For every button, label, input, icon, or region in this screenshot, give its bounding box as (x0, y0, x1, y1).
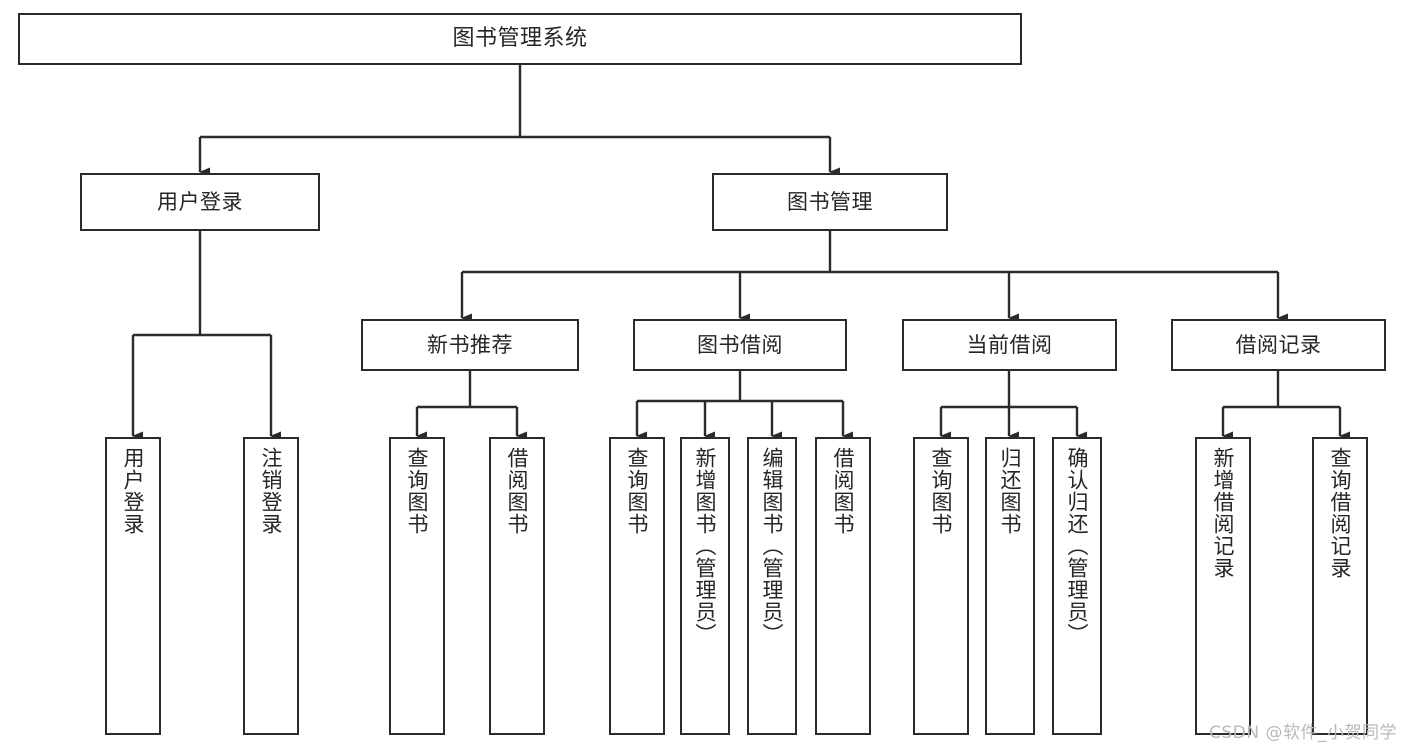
node-current-borrow[interactable]: 当前借阅 (902, 319, 1117, 371)
node-root[interactable]: 图书管理系统 (18, 13, 1022, 65)
node-leaf-user-logout[interactable]: 注销登录 (243, 437, 299, 735)
node-leaf-rec-add[interactable]: 新增借阅记录 (1195, 437, 1251, 735)
node-label-leaf-cur-return: 归还图书 (998, 447, 1023, 535)
node-borrow-record[interactable]: 借阅记录 (1171, 319, 1386, 371)
node-leaf-book-borrow[interactable]: 借阅图书 (815, 437, 871, 735)
node-label-user-login: 用户登录 (157, 189, 243, 214)
node-label-leaf-borrow-query: 查询图书 (625, 447, 650, 535)
node-label-leaf-book-borrow: 借阅图书 (831, 447, 856, 535)
node-leaf-book-add[interactable]: 新增图书（管理员） (680, 437, 730, 735)
node-label-leaf-cur-confirm: 确认归还（管理员） (1065, 447, 1090, 645)
node-label-leaf-cur-query: 查询图书 (929, 447, 954, 535)
node-leaf-cur-query[interactable]: 查询图书 (913, 437, 969, 735)
node-label-new-book-rec: 新书推荐 (427, 332, 513, 357)
node-label-root: 图书管理系统 (452, 26, 588, 52)
node-leaf-user-login[interactable]: 用户登录 (105, 437, 161, 735)
node-label-leaf-rec-add: 新增借阅记录 (1211, 447, 1236, 579)
node-leaf-rec-borrow[interactable]: 借阅图书 (489, 437, 545, 735)
node-label-current-borrow: 当前借阅 (966, 332, 1053, 357)
node-label-leaf-rec-query: 查询图书 (405, 447, 430, 535)
node-book-borrow[interactable]: 图书借阅 (633, 319, 847, 371)
node-leaf-book-edit[interactable]: 编辑图书（管理员） (747, 437, 797, 735)
node-label-leaf-rec-search: 查询借阅记录 (1328, 447, 1353, 579)
node-new-book-rec[interactable]: 新书推荐 (361, 319, 579, 371)
node-leaf-borrow-query[interactable]: 查询图书 (609, 437, 665, 735)
node-label-book-borrow: 图书借阅 (697, 332, 783, 357)
node-label-leaf-book-add: 新增图书（管理员） (693, 447, 718, 645)
node-book-manage[interactable]: 图书管理 (712, 173, 948, 231)
node-label-leaf-rec-borrow: 借阅图书 (505, 447, 530, 535)
node-label-book-manage: 图书管理 (787, 189, 873, 214)
node-leaf-rec-query[interactable]: 查询图书 (389, 437, 445, 735)
csdn-watermark: CSDN @软件_小贺同学 (1209, 723, 1397, 743)
node-user-login[interactable]: 用户登录 (80, 173, 320, 231)
node-label-leaf-user-login: 用户登录 (121, 447, 146, 535)
node-label-leaf-book-edit: 编辑图书（管理员） (760, 447, 785, 645)
node-label-leaf-user-logout: 注销登录 (259, 447, 284, 535)
node-leaf-cur-confirm[interactable]: 确认归还（管理员） (1052, 437, 1102, 735)
node-leaf-cur-return[interactable]: 归还图书 (985, 437, 1035, 735)
node-label-borrow-record: 借阅记录 (1235, 332, 1322, 357)
node-leaf-rec-search[interactable]: 查询借阅记录 (1312, 437, 1368, 735)
